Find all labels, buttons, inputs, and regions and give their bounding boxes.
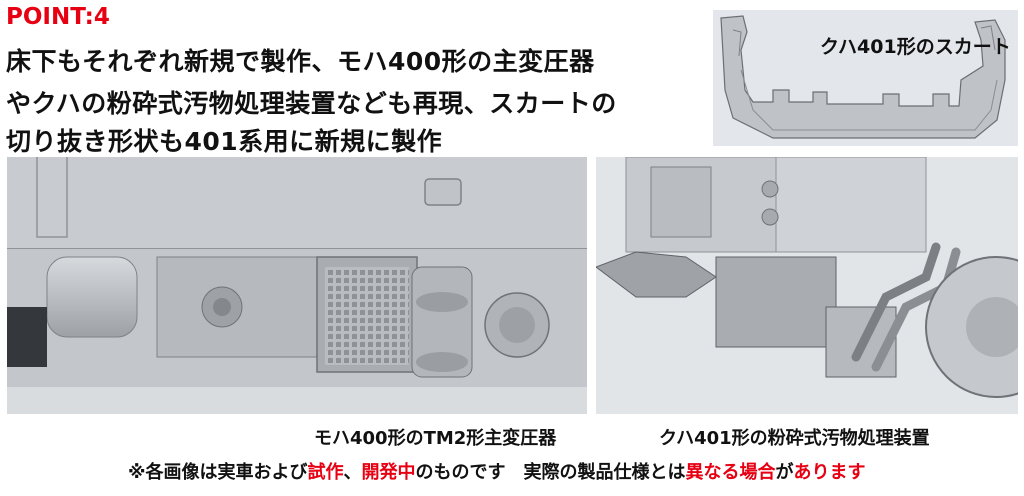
waste-treatment-caption: クハ401形の粉砕式汚物処理装置 (659, 428, 930, 449)
disclaimer-highlight-differs: 異なる場合 (685, 462, 776, 483)
transformer-render-image (7, 157, 587, 414)
headline-line-1: 床下もそれぞれ新規で製作、モハ400形の主変圧器 (6, 47, 595, 76)
disclaimer-text-3: のものです 実際の製品仕様とは (415, 462, 686, 483)
disclaimer-highlight-exists: あります (793, 462, 866, 483)
transformer-caption: モハ400形のTM2形主変圧器 (314, 428, 557, 449)
disclaimer-text-2: 、 (343, 462, 362, 483)
skirt-caption: クハ401形のスカート (820, 36, 1011, 58)
disclaimer-note: ※各画像は実車および試作、開発中のものです 実際の製品仕様とは異なる場合がありま… (128, 458, 866, 484)
headline-line-3: 切り抜き形状も401系用に新規に製作 (6, 127, 443, 156)
disclaimer-highlight-prototype: 試作 (307, 462, 344, 483)
skirt-render-drawing (713, 10, 1018, 146)
waste-treatment-render-image (596, 157, 1018, 414)
disclaimer-text-1: ※各画像は実車および (128, 462, 308, 483)
waste-treatment-render-drawing (596, 157, 1018, 414)
point-label: POINT:4 (6, 4, 110, 30)
transformer-render-drawing (7, 157, 587, 414)
disclaimer-highlight-in-development: 開発中 (361, 462, 416, 483)
headline-line-2: やクハの粉砕式汚物処理装置なども再現、スカートの (6, 89, 617, 118)
disclaimer-text-4: が (775, 462, 794, 483)
skirt-render-image (713, 10, 1018, 146)
